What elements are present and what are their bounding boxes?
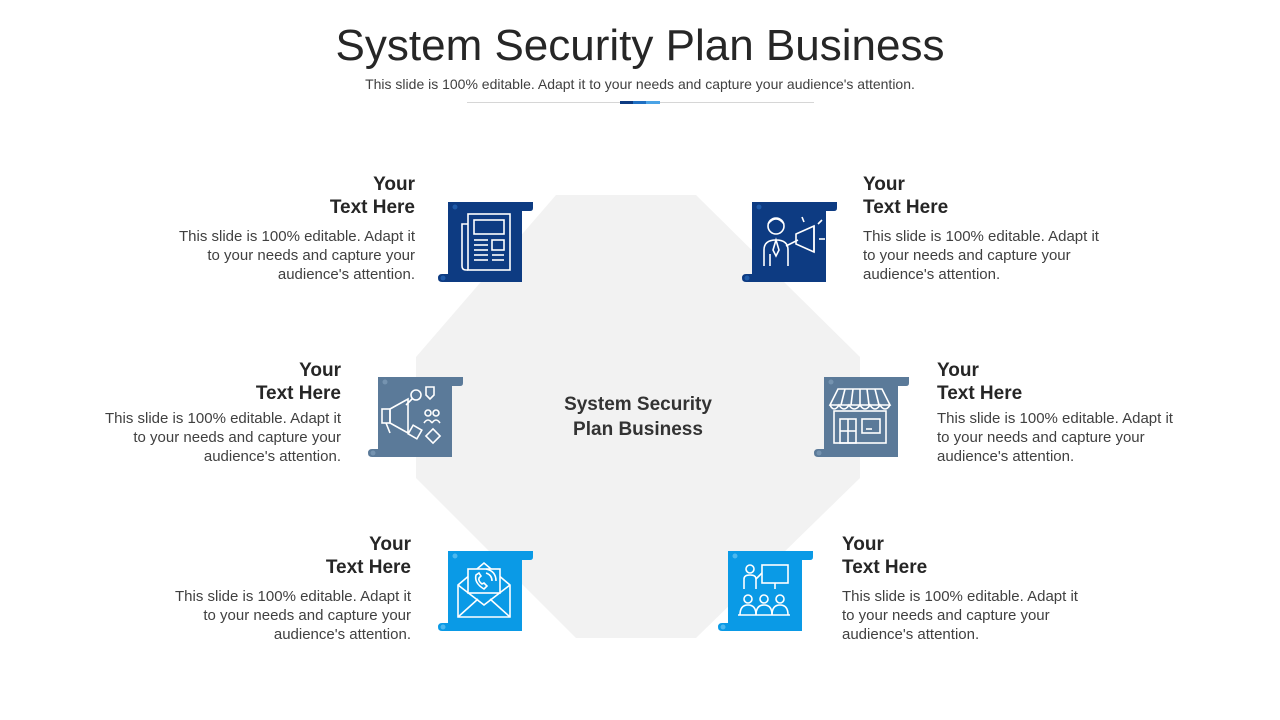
- storefront-icon: [828, 388, 892, 444]
- icon-tile-1: [438, 200, 534, 284]
- item-title-line-1: Your: [373, 174, 415, 195]
- icon-tile-6: [718, 549, 814, 633]
- text-block-1: Your Text Here This slide is 100% editab…: [170, 173, 415, 284]
- icon-tile-2: [742, 200, 838, 284]
- center-label: System Security Plan Business: [518, 392, 758, 442]
- item-title: Your Text Here: [166, 533, 411, 579]
- item-description: This slide is 100% editable. Adapt it to…: [937, 410, 1173, 465]
- text-block-5: Your Text Here This slide is 100% editab…: [166, 533, 411, 644]
- center-label-line-2: Plan Business: [573, 419, 703, 440]
- icon-tile-5: [438, 549, 534, 633]
- page-title: System Security Plan Business: [335, 21, 945, 70]
- marketing-megaphone-icon: [381, 386, 442, 445]
- page-subtitle: This slide is 100% editable. Adapt it to…: [365, 76, 915, 92]
- item-title-line-2: Text Here: [255, 383, 341, 404]
- item-description: This slide is 100% editable. Adapt it to…: [842, 588, 1078, 643]
- item-title-line-1: Your: [369, 534, 411, 555]
- text-block-6: Your Text Here This slide is 100% editab…: [842, 533, 1087, 644]
- divider-accent-navy: [620, 101, 633, 104]
- divider-accent-blue: [633, 101, 646, 104]
- presentation-audience-icon: [738, 564, 790, 616]
- businessman-megaphone-icon: [763, 216, 825, 266]
- phone-envelope-icon: [457, 561, 511, 618]
- item-title: Your Text Here: [863, 173, 1108, 219]
- item-title-line-2: Text Here: [329, 197, 415, 218]
- icon-tile-3: [368, 375, 464, 459]
- center-label-line-1: System Security: [564, 394, 712, 415]
- item-title-line-2: Text Here: [325, 557, 411, 578]
- newspaper-icon: [461, 213, 511, 271]
- item-title: Your Text Here: [842, 533, 1087, 579]
- icon-tile-4: [814, 375, 910, 459]
- text-block-2: Your Text Here This slide is 100% editab…: [863, 173, 1108, 284]
- item-title-line-2: Text Here: [842, 557, 928, 578]
- item-title: Your Text Here: [170, 173, 415, 219]
- item-description: This slide is 100% editable. Adapt it to…: [179, 228, 415, 283]
- item-title-line-1: Your: [299, 360, 341, 381]
- item-description: This slide is 100% editable. Adapt it to…: [863, 228, 1099, 283]
- divider-accent-light-blue: [646, 101, 660, 104]
- item-title: Your Text Here: [96, 359, 341, 405]
- item-title-line-2: Text Here: [937, 383, 1023, 404]
- item-title-line-1: Your: [863, 174, 905, 195]
- item-description: This slide is 100% editable. Adapt it to…: [175, 588, 411, 643]
- item-title: Your Text Here: [937, 359, 1182, 405]
- text-block-3: Your Text Here This slide is 100% editab…: [96, 359, 341, 466]
- item-title-line-1: Your: [937, 360, 979, 381]
- item-title-line-1: Your: [842, 534, 884, 555]
- central-octagon: [416, 195, 860, 638]
- item-description: This slide is 100% editable. Adapt it to…: [105, 410, 341, 465]
- item-title-line-2: Text Here: [863, 197, 949, 218]
- text-block-4: Your Text Here This slide is 100% editab…: [937, 359, 1182, 466]
